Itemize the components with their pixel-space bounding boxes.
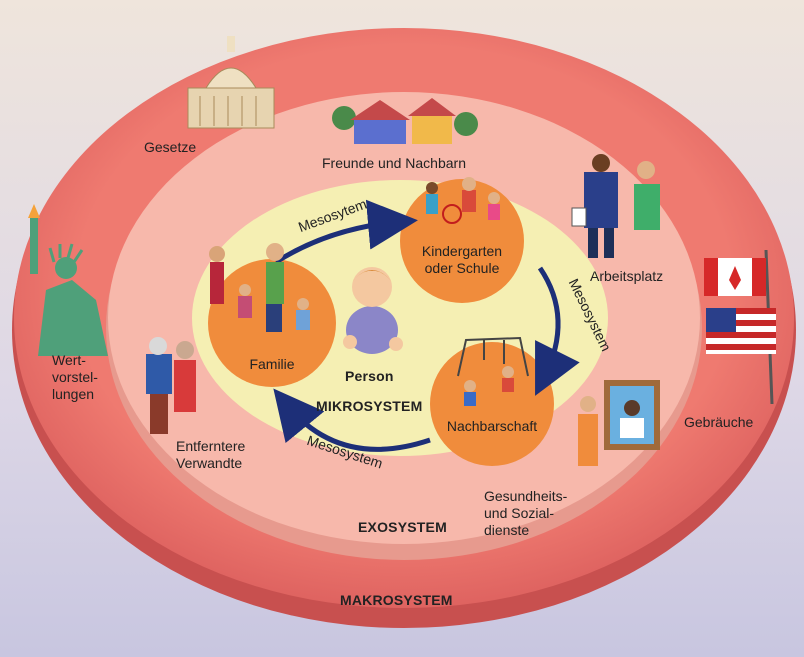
playground-icon: [457, 336, 529, 406]
houses-icon: [332, 98, 478, 144]
gesundheit-label: Gesundheits- und Sozial- dienste: [484, 488, 568, 538]
freunde-label: Freunde und Nachbarn: [322, 155, 466, 171]
makrosystem-label: MAKROSYSTEM: [340, 592, 453, 608]
exosystem-label: EXOSYSTEM: [358, 519, 447, 535]
capitol-icon: [187, 36, 275, 129]
person-label: Person: [345, 368, 394, 384]
gebraeuche-label: Gebräuche: [684, 414, 754, 430]
gesetze-label: Gesetze: [144, 139, 197, 155]
nachbarschaft-circle: [430, 342, 554, 466]
verwandte-label: Entferntere Verwandte: [176, 438, 246, 471]
statue-of-liberty-icon: [28, 204, 108, 356]
family-icon: [209, 243, 310, 332]
wertvorstellungen-label: Wert- vorstel- lungen: [52, 352, 98, 402]
doctor-visit-icon: [578, 380, 660, 466]
elderly-couple-icon: [146, 337, 196, 434]
mesosystem-arrow-right: [535, 266, 580, 396]
baby-icon: [343, 267, 403, 354]
kindergarten-label: Kindergarten oder Schule: [421, 243, 503, 276]
business-people-icon: [571, 154, 660, 258]
school-children-icon: [426, 177, 500, 224]
mikrosystem-label: MIKROSYSTEM: [316, 398, 423, 414]
flags-icon: [704, 249, 776, 405]
arbeitsplatz-label: Arbeitsplatz: [590, 268, 664, 284]
mesosystem-arrow-top: [274, 199, 418, 265]
mesosystem-arrow-bottom: [273, 388, 431, 452]
familie-label: Familie: [249, 356, 295, 372]
nachbarschaft-label: Nachbarschaft: [446, 418, 538, 434]
